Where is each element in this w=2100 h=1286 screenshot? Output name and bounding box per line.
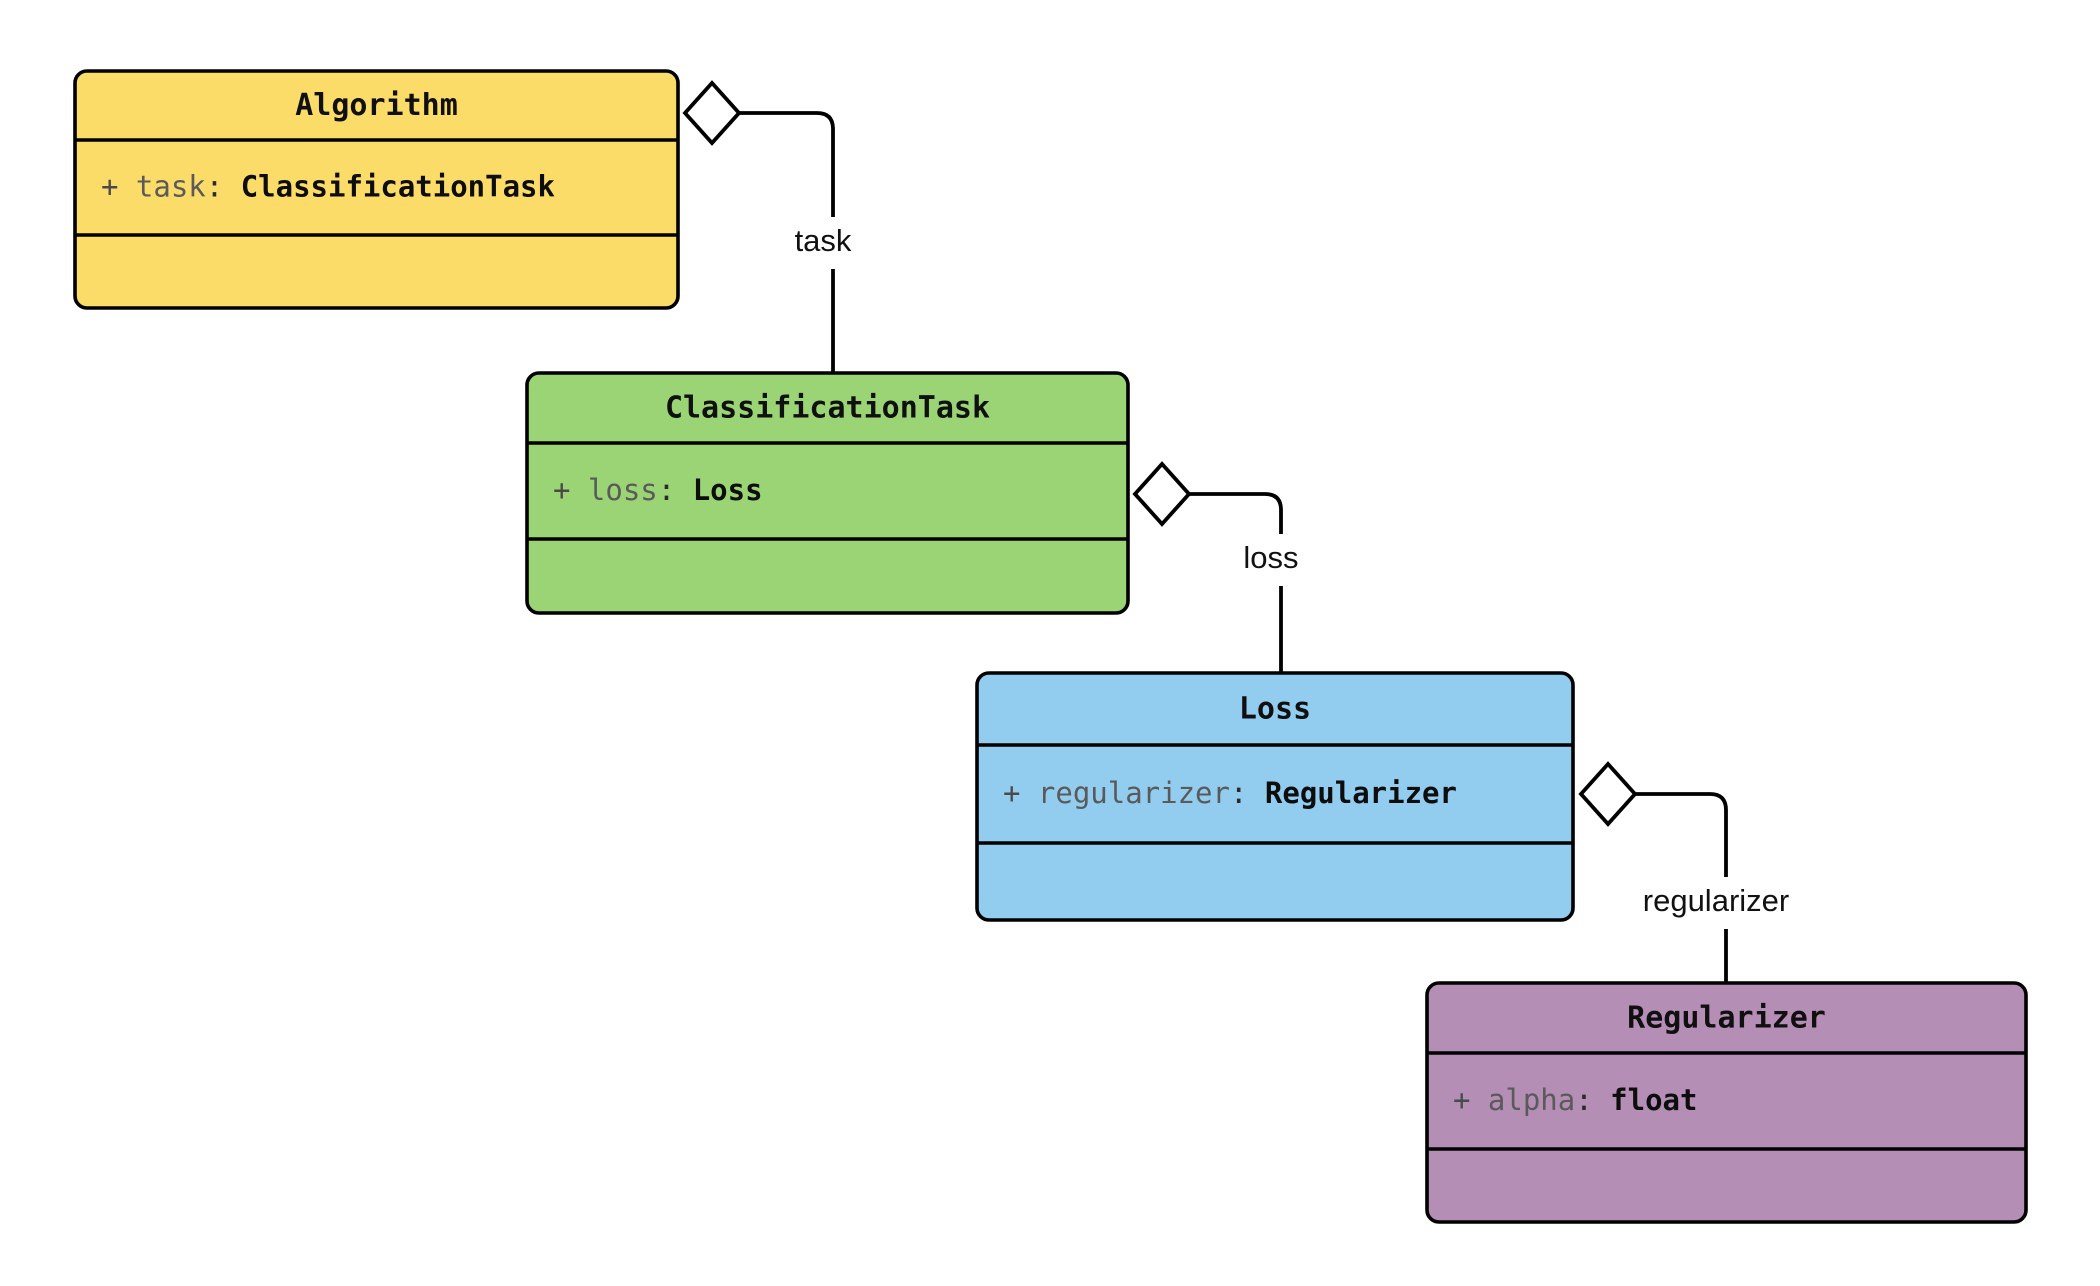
- attribute-type: float: [1610, 1083, 1697, 1117]
- attribute-type: Loss: [693, 473, 763, 507]
- attribute-name: task: [136, 170, 206, 204]
- attribute-name: loss: [588, 473, 658, 507]
- relation-label: task: [795, 223, 852, 258]
- relation-regularizer: regularizer: [1578, 761, 1789, 983]
- relation-connector-upper: [1189, 492, 1283, 534]
- class-box-frame[interactable]: [525, 371, 1130, 615]
- attribute-type: Regularizer: [1265, 776, 1457, 810]
- relations-layer: task loss regularizer: [682, 80, 1789, 983]
- class-box-frame[interactable]: [975, 671, 1575, 922]
- class-attribute: + task: ClassificationTask: [101, 170, 555, 204]
- class-attribute: + alpha: float: [1453, 1083, 1697, 1117]
- class-box-loss[interactable]: Loss + regularizer: Regularizer: [975, 671, 1575, 922]
- aggregation-diamond: [1578, 761, 1638, 827]
- attribute-separator: :: [206, 170, 241, 204]
- class-box-classificationtask[interactable]: ClassificationTask + loss: Loss: [525, 371, 1130, 615]
- relation-task: task: [682, 80, 852, 373]
- class-attribute: + loss: Loss: [553, 473, 763, 507]
- attribute-name: alpha: [1488, 1083, 1575, 1117]
- aggregation-diamond: [1132, 461, 1192, 527]
- relation-loss: loss: [1132, 461, 1299, 673]
- class-name: Loss: [1239, 692, 1311, 727]
- attribute-name: regularizer: [1038, 776, 1230, 810]
- attribute-visibility: +: [1003, 776, 1038, 810]
- attribute-visibility: +: [553, 473, 588, 507]
- relation-label: loss: [1243, 540, 1298, 575]
- class-name: ClassificationTask: [665, 391, 990, 426]
- classes-layer: Algorithm+ task: ClassificationTaskClass…: [73, 69, 2028, 1224]
- class-name: Algorithm: [295, 88, 458, 123]
- attribute-visibility: +: [101, 170, 136, 204]
- attribute-visibility: +: [1453, 1083, 1488, 1117]
- class-box-frame[interactable]: [73, 69, 680, 310]
- class-box-frame[interactable]: [1425, 981, 2028, 1224]
- attribute-separator: :: [1230, 776, 1265, 810]
- relation-connector-upper: [739, 111, 835, 217]
- relation-connector-upper: [1635, 792, 1728, 877]
- class-name: Regularizer: [1627, 1001, 1826, 1036]
- attribute-type: ClassificationTask: [241, 170, 555, 204]
- attribute-separator: :: [1575, 1083, 1610, 1117]
- class-box-algorithm[interactable]: Algorithm + task: ClassificationTask: [73, 69, 680, 310]
- class-attribute: + regularizer: Regularizer: [1003, 776, 1457, 810]
- class-box-regularizer[interactable]: Regularizer + alpha: float: [1425, 981, 2028, 1224]
- relation-label: regularizer: [1643, 883, 1789, 918]
- attribute-separator: :: [658, 473, 693, 507]
- aggregation-diamond: [682, 80, 742, 146]
